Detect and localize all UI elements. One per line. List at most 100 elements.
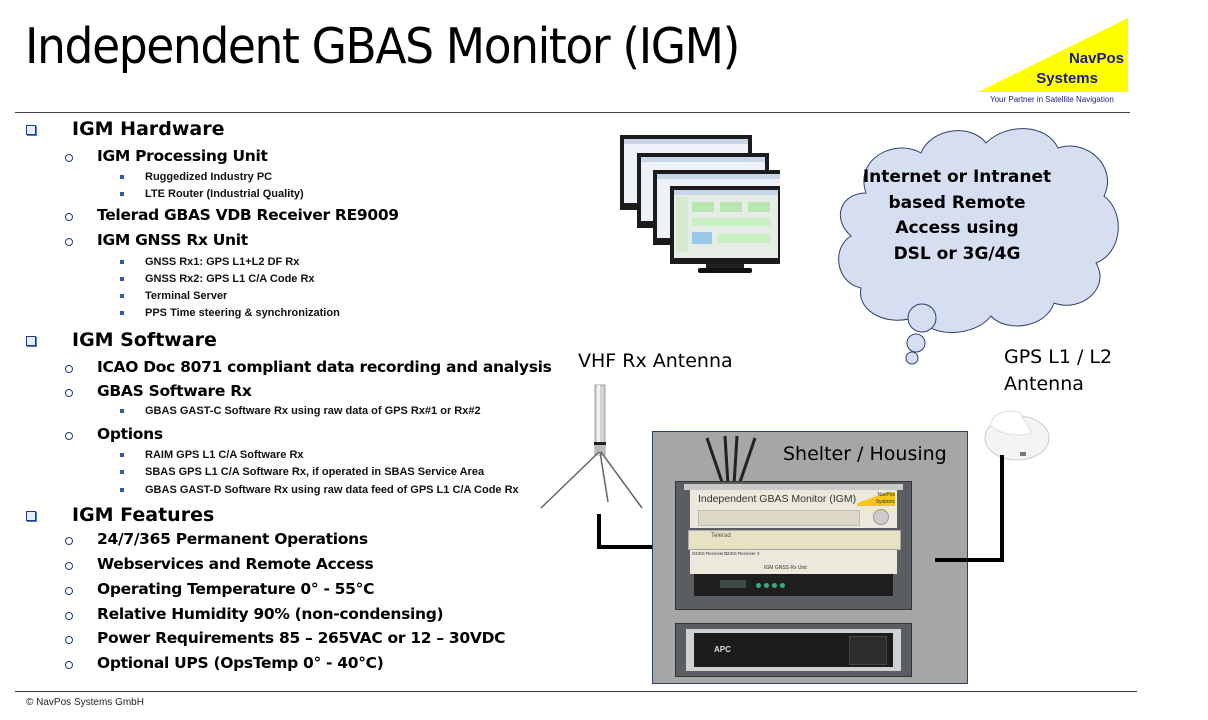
circle-bullet-icon — [65, 365, 73, 373]
circle-bullet-icon — [65, 661, 73, 669]
footer-divider — [15, 691, 1137, 692]
section-title: IGM Hardware — [72, 118, 225, 140]
small-square-bullet-icon — [120, 409, 124, 413]
circle-bullet-icon — [65, 636, 73, 644]
sub-item-label: SBAS GPS L1 C/A Software Rx, if operated… — [145, 466, 485, 478]
circle-bullet-icon — [65, 612, 73, 620]
circle-bullet-icon — [65, 587, 73, 595]
circle-bullet-icon — [65, 562, 73, 570]
item-label: Operating Temperature 0° - 55°C — [97, 580, 375, 598]
circle-bullet-icon — [65, 537, 73, 545]
gps-antenna-label: GPS L1 / L2 Antenna — [1004, 344, 1112, 398]
item-label: Webservices and Remote Access — [97, 555, 374, 573]
igm-rack: Independent GBAS Monitor (IGM) NavPos Sy… — [675, 481, 912, 610]
sub-item-label: GBAS GAST-D Software Rx using raw data f… — [145, 484, 519, 496]
small-square-bullet-icon — [120, 470, 124, 474]
gnss-unit-label: IGM GNSS Rx Unit — [764, 565, 807, 571]
item-label: GBAS Software Rx — [97, 382, 252, 400]
item-label: 24/7/365 Permanent Operations — [97, 530, 368, 548]
led-icon — [764, 583, 769, 588]
sub-item-label: Ruggedized Industry PC — [145, 171, 273, 183]
small-square-bullet-icon — [120, 488, 124, 492]
item-label: Relative Humidity 90% (non-condensing) — [97, 605, 444, 623]
ups-display — [849, 636, 887, 665]
cloud-text: Internet or Intranet based Remote Access… — [852, 165, 1062, 267]
circle-bullet-icon — [65, 389, 73, 397]
copyright: © NavPos Systems GmbH — [26, 697, 144, 708]
monitors-icon — [620, 135, 780, 273]
ups-rack: APC — [675, 623, 912, 677]
ups-unit: APC — [694, 633, 893, 667]
section-title: IGM Features — [72, 504, 215, 526]
rack-handle — [684, 484, 903, 490]
shelter-label: Shelter / Housing — [783, 443, 947, 465]
rack-logo-text: NavPos Systems — [875, 492, 895, 505]
item-label: ICAO Doc 8071 compliant data recording a… — [97, 358, 552, 376]
vhf-antenna-label: VHF Rx Antenna — [578, 350, 733, 372]
small-square-bullet-icon — [120, 175, 124, 179]
circle-bullet-icon — [65, 238, 73, 246]
square-bullet-icon — [26, 336, 36, 346]
terminal-display — [720, 580, 746, 588]
item-label: Power Requirements 85 – 265VAC or 12 – 3… — [97, 629, 506, 647]
sub-item-label: GBAS GAST-C Software Rx using raw data o… — [145, 405, 481, 417]
gnss-rx1-label: GNSS Receiver 1 — [692, 551, 728, 556]
monitor-front — [670, 186, 780, 273]
rack-connector-row — [698, 510, 860, 526]
circle-bullet-icon — [65, 154, 73, 162]
led-icon — [772, 583, 777, 588]
gps-antenna-label-line: Antenna — [1004, 373, 1084, 395]
gps-cable — [935, 455, 1004, 562]
small-square-bullet-icon — [120, 277, 124, 281]
gnss-rx-unit: GNSS Receiver 1 GNSS Receiver 2 IGM GNSS… — [690, 550, 897, 574]
logo-line1: NavPos — [1068, 50, 1124, 67]
sub-item-label: LTE Router (Industrial Quality) — [145, 188, 304, 200]
sub-item-label: GNSS Rx1: GPS L1+L2 DF Rx — [145, 256, 300, 268]
vhf-antenna-icon — [540, 384, 643, 509]
sub-item-label: Terminal Server — [145, 290, 228, 302]
terminal-server — [694, 574, 893, 596]
sub-item-label: PPS Time steering & synchronization — [145, 307, 340, 319]
circle-bullet-icon — [65, 432, 73, 440]
cloud-text-line: Internet or Intranet — [862, 167, 1052, 187]
cloud-text-line: DSL or 3G/4G — [893, 243, 1021, 264]
sub-item-label: GNSS Rx2: GPS L1 C/A Code Rx — [145, 273, 315, 285]
small-square-bullet-icon — [120, 294, 124, 298]
small-square-bullet-icon — [120, 192, 124, 196]
led-icon — [756, 583, 761, 588]
square-bullet-icon — [26, 125, 36, 135]
vdb-label: Telerad — [711, 533, 731, 539]
cloud-text-line: Access using — [895, 218, 1019, 238]
small-square-bullet-icon — [120, 260, 124, 264]
logo-triangle-icon — [978, 18, 1128, 92]
item-label: Optional UPS (OpsTemp 0° - 40°C) — [97, 654, 384, 672]
square-bullet-icon — [26, 511, 36, 521]
gnss-rx2-label: GNSS Receiver 2 — [724, 551, 760, 556]
rack-logo: NavPos Systems — [857, 492, 895, 506]
small-square-bullet-icon — [120, 311, 124, 315]
logo-tagline: Your Partner in Satellite Navigation — [990, 95, 1114, 104]
header-divider — [15, 112, 1130, 113]
item-label: IGM Processing Unit — [97, 147, 268, 165]
igm-front-panel: Independent GBAS Monitor (IGM) NavPos Sy… — [690, 490, 897, 528]
circle-bullet-icon — [65, 213, 73, 221]
section-title: IGM Software — [72, 329, 217, 351]
gps-antenna-label-line: GPS L1 / L2 — [1004, 346, 1113, 368]
sub-item-label: RAIM GPS L1 C/A Software Rx — [145, 449, 304, 461]
lte-antennas-icon — [705, 435, 757, 486]
vdb-receiver: Telerad — [688, 530, 901, 550]
logo-line2: Systems — [1036, 70, 1098, 87]
led-icon — [780, 583, 785, 588]
navpos-logo: NavPos Systems Your Partner in Satellite… — [978, 18, 1128, 108]
ups-brand: APC — [714, 645, 731, 654]
gps-antenna-icon — [984, 410, 1050, 461]
vhf-cable — [597, 514, 670, 549]
item-label: Telerad GBAS VDB Receiver RE9009 — [97, 206, 399, 224]
item-label: Options — [97, 425, 163, 443]
page-title: Independent GBAS Monitor (IGM) — [25, 18, 740, 75]
item-label: IGM GNSS Rx Unit — [97, 231, 248, 249]
power-button-icon — [873, 509, 889, 525]
cloud-shape — [838, 128, 1119, 365]
rack-panel-label: Independent GBAS Monitor (IGM) — [698, 493, 857, 505]
small-square-bullet-icon — [120, 453, 124, 457]
